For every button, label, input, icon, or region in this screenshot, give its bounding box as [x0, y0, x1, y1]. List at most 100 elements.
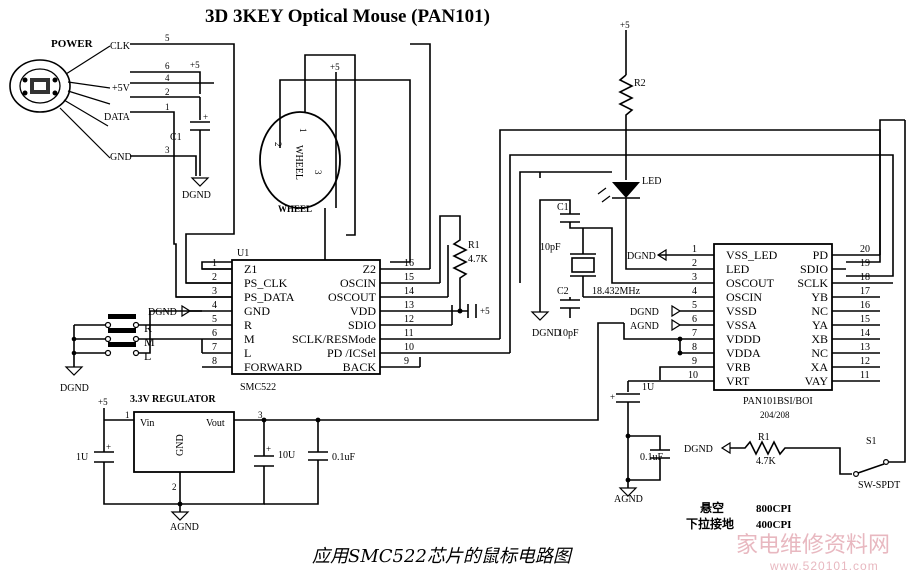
u2-pin-20: 20: [860, 244, 870, 255]
button-l: L: [100, 338, 202, 363]
u2-pin-2: 2: [692, 258, 697, 269]
u1-name-8: FORWARD: [244, 360, 302, 374]
reg-in-cap-plus: +: [106, 442, 111, 452]
button-r-label: R: [144, 321, 152, 335]
cpi-label-1: 悬空: [699, 500, 724, 515]
u2-left-nets: DGND AGND: [623, 304, 683, 380]
u2-pin-8: 8: [692, 342, 697, 353]
pin-1: 1: [165, 102, 170, 112]
u2-pin-12: 12: [860, 356, 870, 367]
u2-pin-17: 17: [860, 286, 870, 297]
u1-name-7: L: [244, 346, 251, 360]
u1-pin-2: 2: [212, 272, 217, 283]
u2-name-9: VRB: [726, 360, 751, 374]
u1-name-4: GND: [244, 304, 270, 318]
oscillator: C1 10pF 18.432MHz C2 DGND 10pF: [530, 172, 654, 339]
osc-dgnd: DGND: [532, 328, 561, 339]
r2-label: R2: [634, 78, 646, 89]
u1-pin-4: 4: [212, 300, 217, 311]
regulator-gnd: GND: [175, 434, 186, 456]
u1-name-5: R: [244, 318, 252, 332]
reg-10u-plus: +: [266, 444, 271, 454]
switch-label: S1: [866, 436, 877, 447]
diagram-title: 3D 3KEY Optical Mouse (PAN101): [205, 6, 490, 27]
u2-name-16: NC: [811, 304, 828, 318]
u2-chip: PAN101BSI/BOI 204/208 1 2 3 4 5 6 7 8 9 …: [628, 119, 906, 440]
wheel-pin-2: 2: [273, 142, 283, 147]
r1-bot-dgnd: DGND: [684, 444, 713, 455]
u1-name-1: Z1: [244, 262, 257, 276]
u2-pin-19: 19: [860, 258, 870, 269]
r1-bot-value: 4.7K: [756, 456, 777, 467]
u1-name-6: M: [244, 332, 255, 346]
vrt-cap-plus: +: [610, 392, 615, 402]
u2-name-15: YA: [812, 318, 828, 332]
wheel-label: WHEEL: [278, 204, 312, 214]
u2-left-pins: 1 2 3 4 5 6 7 8 9 10 VSS_LED LED OSCOUT …: [628, 244, 778, 388]
u2-name-14: XB: [811, 332, 828, 346]
r1-bot-label: R1: [758, 432, 770, 443]
u2-sub: 204/208: [760, 410, 790, 420]
u2-name-7: VDDD: [726, 332, 761, 346]
pin-3: 3: [165, 145, 170, 155]
u1-pin-14: 14: [404, 286, 414, 297]
u1-name-12: SDIO: [348, 318, 376, 332]
connector-name: POWER: [51, 38, 94, 50]
cpi-label-2: 下拉接地: [686, 516, 734, 531]
r1-top-value: 4.7K: [468, 254, 489, 265]
u2-vssd-dgnd: DGND: [630, 307, 659, 318]
u2-name-1: VSS_LED: [726, 248, 778, 262]
buttons-dgnd: DGND: [60, 383, 89, 394]
u2-pin-11: 11: [860, 370, 870, 381]
u1-name-15: OSCIN: [340, 276, 376, 290]
u1-pin-16: 16: [404, 258, 414, 269]
r2-plus5: +5: [620, 20, 630, 30]
u2-name-17: YB: [811, 290, 828, 304]
caption: 应用SMC522芯片的鼠标电路图: [312, 546, 574, 567]
watermark-main: 家电维修资料网: [736, 533, 890, 558]
u1-pin-1: 1: [212, 258, 217, 269]
regulator-section: +5 3.3V REGULATOR Vin Vout GND 1 2 3 1U …: [76, 322, 624, 533]
u2-name-19: SDIO: [800, 262, 828, 276]
connector-wires: 5 6 4 2 1 3 +5 C1 + DGND: [130, 33, 235, 298]
u1-pin-7: 7: [212, 342, 217, 353]
cpi-value-1: 800CPI: [756, 503, 791, 515]
u2-pin-16: 16: [860, 300, 870, 311]
u1-vdd-plus5: +5: [480, 306, 490, 316]
cpi-value-2: 400CPI: [756, 519, 791, 531]
wheel-pin-3: 3: [313, 170, 323, 175]
c1-osc-value: 10pF: [540, 242, 561, 253]
c1-label: C1: [170, 132, 182, 143]
u1-name-11: SCLK/RESMode: [292, 332, 376, 346]
u2-pin-7: 7: [692, 328, 697, 339]
u1-left-pins: 1 2 3 4 5 6 7 8 Z1 PS_CLK PS_DATA GND R …: [176, 258, 302, 374]
reg-01uf: 0.1uF: [332, 452, 356, 463]
wheel-encoder: WHEEL 1 2 3 WHEEL +5: [201, 54, 411, 270]
u2-name-8: VDDA: [726, 346, 761, 360]
u1-pin-13: 13: [404, 300, 414, 311]
regulator-title: 3.3V REGULATOR: [130, 394, 216, 405]
u1-pin-3: 3: [212, 286, 217, 297]
led-label: LED: [642, 176, 661, 187]
c1-dgnd: DGND: [182, 190, 211, 201]
c1-plus: +: [203, 112, 208, 122]
pin-2: 2: [165, 87, 170, 97]
wheel-pin-1: 1: [298, 128, 308, 133]
u1-pin-8: 8: [212, 356, 217, 367]
reg-plus5: +5: [98, 397, 108, 407]
u2-name-2: LED: [726, 262, 750, 276]
u1-pin-10: 10: [404, 342, 414, 353]
u1-name-9: BACK: [343, 360, 377, 374]
signal-gnd: GND: [110, 152, 132, 163]
ps2-connector: POWER CLK +5V DATA GND: [9, 38, 132, 163]
reg-in-cap: 1U: [76, 452, 89, 463]
u2-pin-10: 10: [688, 370, 698, 381]
vrt-cap-01: 0.1uF: [640, 452, 664, 463]
pin-6: 6: [165, 61, 170, 71]
u2-pin-15: 15: [860, 314, 870, 325]
u2-pin-3: 3: [692, 272, 697, 283]
reg-pin-1: 1: [125, 410, 130, 420]
u2-pin-5: 5: [692, 300, 697, 311]
u2-name-4: OSCIN: [726, 290, 762, 304]
u1-pin-12: 12: [404, 314, 414, 325]
